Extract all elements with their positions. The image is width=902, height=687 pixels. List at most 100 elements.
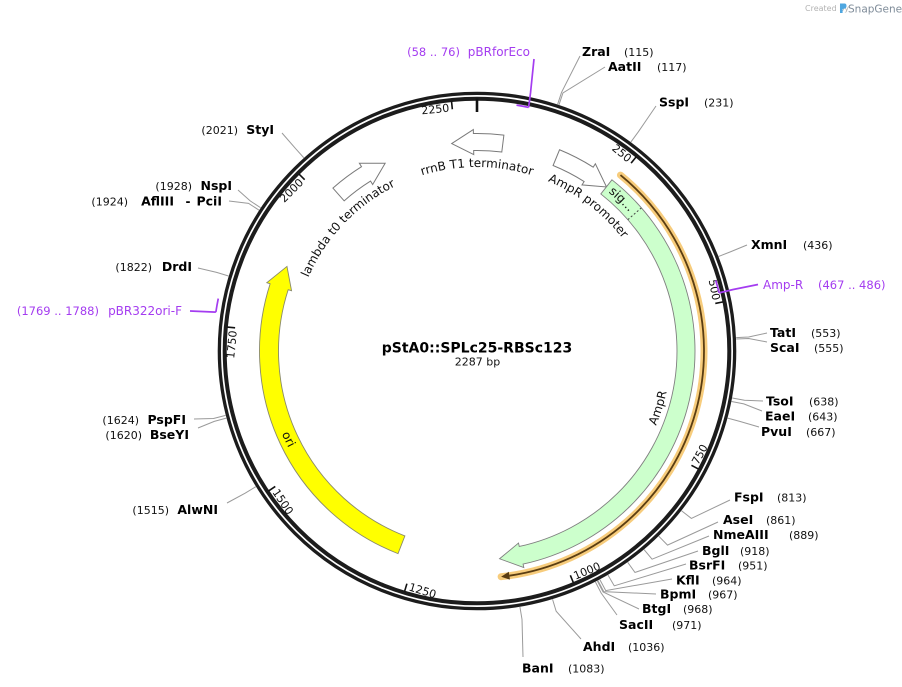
enzyme-sacii[interactable]: SacII (971) <box>619 617 702 632</box>
tick-1250 <box>403 583 408 592</box>
enzyme-position: (967) <box>708 589 738 602</box>
enzyme-name[interactable]: StyI <box>246 122 274 137</box>
enzyme-name[interactable]: AseI <box>723 512 753 527</box>
enzyme-xmni[interactable]: XmnI (436) <box>751 237 833 252</box>
enzyme-zrai[interactable]: ZraI (115) <box>582 44 654 59</box>
enzyme-name[interactable]: AatII <box>608 59 641 74</box>
enzyme-tsoi[interactable]: TsoI (638) <box>766 394 839 409</box>
enzyme-name[interactable]: DrdI <box>162 259 192 274</box>
enzyme-position: (1624) <box>102 414 139 427</box>
orf-ampr[interactable] <box>497 171 708 581</box>
enzyme-nspi[interactable]: (1928) NspI <box>155 178 232 193</box>
enzyme-name[interactable]: SspI <box>659 95 689 110</box>
enzyme-afliii-pcii[interactable]: (1924) AflIII - PciI <box>91 194 222 209</box>
enzyme-name[interactable]: PspFI <box>147 412 186 427</box>
enzyme-position: (1822) <box>115 261 152 274</box>
snapgene-logo-icon <box>840 3 847 13</box>
enzyme-name[interactable]: KflI <box>676 573 700 588</box>
enzyme-name[interactable]: AhdI <box>583 639 615 654</box>
enzyme-pspfi[interactable]: (1624) PspFI <box>102 412 186 427</box>
tick-label-2000: 2000 <box>277 176 306 205</box>
enzyme-name[interactable]: SacII <box>619 617 653 632</box>
plasmid-length: 2287 bp <box>455 356 500 369</box>
enzyme-name[interactable]: BsrFI <box>689 558 725 573</box>
enzyme-fspi[interactable]: FspI (813) <box>734 490 807 505</box>
label-rrnb-t1-terminator[interactable]: rrnB T1 terminator <box>419 156 536 178</box>
tick-250 <box>630 156 637 164</box>
feature-ampr-promoter[interactable] <box>552 149 608 188</box>
enzyme-name[interactable]: EaeI <box>765 409 795 424</box>
primer-amp-r-mark[interactable] <box>714 280 720 294</box>
enzyme-bani[interactable]: BanI (1083) <box>522 661 605 676</box>
enzyme-nmeaiii[interactable]: NmeAIII (889) <box>713 527 819 542</box>
enzyme-kfli[interactable]: KflI (964) <box>676 573 742 588</box>
enzyme-name[interactable]: AlwNI <box>177 502 218 517</box>
leader-sspi <box>630 105 657 143</box>
feature-rrnb-t1-terminator[interactable] <box>450 128 505 156</box>
tick-500 <box>715 301 724 305</box>
enzyme-position: (918) <box>740 545 770 558</box>
enzyme-position: (553) <box>811 327 841 340</box>
primer-pbr322ori-f-range[interactable]: (1769 .. 1788) <box>17 304 99 318</box>
leader-kfli <box>599 578 673 592</box>
enzyme-name[interactable]: BanI <box>522 661 554 676</box>
enzyme-name[interactable]: AflIII <box>141 194 174 209</box>
enzyme-asei[interactable]: AseI (861) <box>723 512 796 527</box>
enzyme-name[interactable]: PvuI <box>761 424 792 439</box>
primer-amp-r-name[interactable]: Amp-R <box>763 278 803 292</box>
enzyme-bpmi[interactable]: BpmI (967) <box>660 587 738 602</box>
label-ori[interactable]: ori <box>279 429 298 449</box>
label-ori-text[interactable]: ori <box>279 429 298 449</box>
enzyme-eaei[interactable]: EaeI (643) <box>765 409 838 424</box>
backbone[interactable] <box>217 91 737 611</box>
enzyme-btgi[interactable]: BtgI (968) <box>642 601 713 616</box>
enzyme-position: (436) <box>803 239 833 252</box>
enzyme-tati[interactable]: TatI (553) <box>770 325 841 340</box>
primer-pbrforeco-range[interactable]: (58 .. 76) <box>407 45 460 59</box>
primer-pbrforeco-leader <box>527 58 535 108</box>
primer-amp-r-range[interactable]: (467 .. 486) <box>818 278 886 292</box>
enzyme-sspi[interactable]: SspI (231) <box>659 95 734 110</box>
primer-amp-r-leader <box>718 283 759 294</box>
enzyme-name[interactable]: BglI <box>702 543 729 558</box>
enzyme-name[interactable]: BseYI <box>150 427 189 442</box>
enzyme-scai[interactable]: ScaI (555) <box>770 340 844 355</box>
enzyme-alwni[interactable]: (1515) AlwNI <box>132 502 218 517</box>
enzyme-name[interactable]: BtgI <box>642 601 671 616</box>
primer-pbr322ori-f-name[interactable]: pBR322ori-F <box>108 304 182 318</box>
enzyme-ahdi[interactable]: AhdI (1036) <box>583 639 665 654</box>
enzyme-position: (1083) <box>568 663 605 676</box>
label-rrnb-text[interactable]: rrnB T1 terminator <box>419 156 536 178</box>
enzyme-name[interactable]: ScaI <box>770 340 800 355</box>
enzyme-bgli[interactable]: BglI (918) <box>702 543 770 558</box>
enzyme-name-secondary[interactable]: PciI <box>196 194 222 209</box>
enzyme-pvui[interactable]: PvuI (667) <box>761 424 836 439</box>
enzyme-name[interactable]: NspI <box>200 178 232 193</box>
enzyme-name[interactable]: ZraI <box>582 44 610 59</box>
enzyme-name[interactable]: BpmI <box>660 587 696 602</box>
leader-sacii <box>594 581 618 616</box>
enzyme-bsrfi[interactable]: BsrFI (951) <box>689 558 768 573</box>
primer-pbrforeco-name[interactable]: pBRforEco <box>468 45 530 59</box>
plasmid-name: pStA0::SPLc25-RBSc123 <box>382 341 572 357</box>
enzyme-name[interactable]: TsoI <box>766 394 794 409</box>
feature-ori[interactable] <box>259 265 406 555</box>
enzyme-name[interactable]: TatI <box>770 325 796 340</box>
feature-ampr[interactable] <box>498 179 696 569</box>
enzyme-name[interactable]: NmeAIII <box>713 527 769 542</box>
enzyme-position: (951) <box>738 560 768 573</box>
enzyme-aatii[interactable]: AatII (117) <box>608 59 687 74</box>
enzyme-bseyi[interactable]: (1620) BseYI <box>105 427 189 442</box>
primer-pbr322ori-f-mark[interactable] <box>215 298 220 313</box>
enzyme-name[interactable]: XmnI <box>751 237 787 252</box>
enzyme-name[interactable]: FspI <box>734 490 764 505</box>
tick-2000 <box>298 173 306 181</box>
map-title-block: pStA0::SPLc25-RBSc123 2287 bp <box>382 341 572 369</box>
enzyme-styi[interactable]: (2021) StyI <box>201 122 274 137</box>
enzyme-position: (638) <box>809 396 839 409</box>
leader-scai <box>736 337 768 343</box>
enzyme-drdi[interactable]: (1822) DrdI <box>115 259 192 274</box>
leader-bseyi <box>197 417 227 429</box>
feature-lambda-t0-terminator[interactable] <box>332 162 387 202</box>
leader-pvui <box>727 417 760 428</box>
